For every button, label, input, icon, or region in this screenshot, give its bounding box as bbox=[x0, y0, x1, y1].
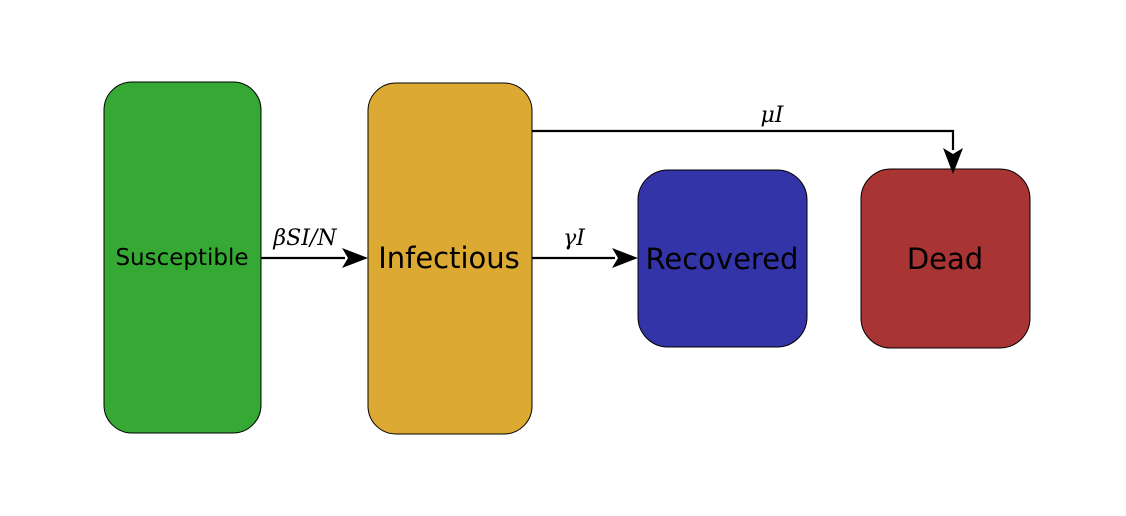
death-rate-label: μI bbox=[761, 103, 785, 128]
edge-recovery: γI bbox=[532, 226, 638, 268]
node-recovered: Recovered bbox=[637, 169, 808, 348]
edge-infection: βSI/N bbox=[261, 226, 368, 268]
recovered-box bbox=[637, 169, 808, 348]
edge-death: μI bbox=[532, 103, 963, 174]
susceptible-label: Susceptible bbox=[115, 245, 248, 271]
death-arrow-line bbox=[532, 129, 955, 150]
infectious-label: Infectious bbox=[378, 241, 520, 275]
node-dead: Dead bbox=[860, 168, 1031, 349]
recovery-rate-label: γI bbox=[563, 226, 586, 251]
recovery-arrowhead-icon bbox=[612, 248, 638, 268]
infection-rate-label: βSI/N bbox=[272, 226, 337, 251]
death-arrowhead-icon bbox=[943, 148, 963, 174]
node-infectious: Infectious bbox=[367, 82, 533, 435]
dead-label: Dead bbox=[907, 242, 983, 276]
node-susceptible: Susceptible bbox=[103, 81, 262, 434]
dead-box bbox=[860, 168, 1031, 349]
infection-arrowhead-icon bbox=[342, 248, 368, 268]
recovered-label: Recovered bbox=[646, 242, 799, 276]
